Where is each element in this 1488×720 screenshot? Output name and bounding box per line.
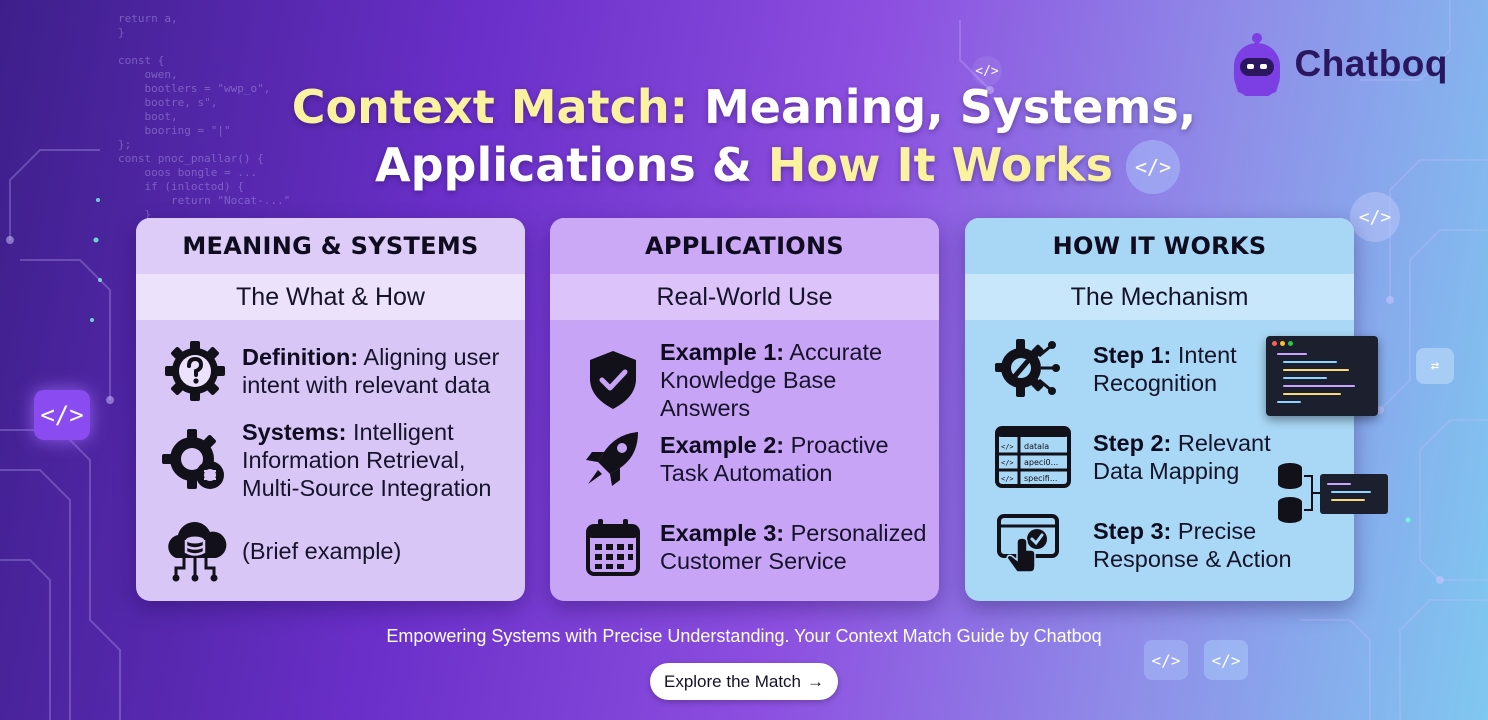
background-code-snippet: return a, } const { owen, bootlers = "ww… <box>118 12 291 221</box>
card-item: (Brief example) <box>162 518 512 584</box>
side-code-badge: </> <box>34 390 90 440</box>
card-item-text: (Brief example) <box>242 537 401 565</box>
rocket-icon <box>586 432 638 486</box>
card-subheader: Real-World Use <box>550 274 939 320</box>
card-subheader: The What & How <box>136 274 525 320</box>
item-text: Precise Response & Action <box>1093 518 1292 572</box>
card-item-text: Definition: Aligning user intent with re… <box>242 343 512 399</box>
card-item: Step 3: Precise Response & Action <box>995 512 1325 578</box>
title-highlight-1: Context Match: <box>291 80 688 134</box>
card-how-it-works: HOW IT WORKS The Mechanism Step 1: Inten… <box>965 218 1354 601</box>
code-icon: </> <box>1204 640 1248 680</box>
gear-wrench-network-icon <box>995 339 1060 397</box>
calendar-icon <box>586 519 640 576</box>
item-text: (Brief example) <box>242 538 402 564</box>
title-line2-text: Applications & <box>374 138 768 192</box>
item-text: Personalized Customer Service <box>660 520 927 574</box>
card-item-text: Example 1: Accurate Knowledge Base Answe… <box>660 338 930 422</box>
question-gear-icon <box>165 341 225 401</box>
page-title: Context Match: Meaning, Systems, Applica… <box>0 78 1488 194</box>
code-glyph: </> <box>1358 206 1392 228</box>
data-table-icon: </> </> </> datala apeci0... specifi... <box>995 426 1071 488</box>
cloud-database-icon <box>168 522 227 582</box>
code-glyph: </> <box>40 401 84 429</box>
cta-label: Explore the Match <box>663 671 801 691</box>
item-label: Step 3: <box>1093 518 1172 544</box>
code-window <box>1266 336 1378 416</box>
browser-click-icon <box>997 514 1059 573</box>
item-label: Definition: <box>242 344 359 370</box>
mini-table-cell: datala <box>1024 442 1049 451</box>
explore-the-match-button[interactable]: Explore the Match → <box>650 663 838 700</box>
card-item: Example 2: Proactive Task Automation <box>580 426 930 492</box>
card-subheader: The Mechanism <box>965 274 1354 320</box>
brand-logo[interactable]: Chatboq <box>1230 32 1448 96</box>
brand-name: Chatboq <box>1294 43 1448 84</box>
card-item-text: Example 2: Proactive Task Automation <box>660 431 930 487</box>
code-icon: </> <box>1350 192 1400 242</box>
card-item: Step 1: Intent Recognition <box>995 336 1295 402</box>
item-label: Step 1: <box>1093 342 1172 368</box>
shield-check-icon <box>590 351 636 409</box>
code-icon: </> <box>1126 140 1180 194</box>
code-glyph: </> <box>1151 650 1181 670</box>
code-glyph: </> <box>975 63 999 79</box>
card-item: Systems: Intelligent Information Retriev… <box>162 418 512 502</box>
card-header: HOW IT WORKS <box>965 218 1354 274</box>
card-item: </> </> </> datala apeci0... specifi... St… <box>995 424 1295 490</box>
card-item-text: Systems: Intelligent Information Retriev… <box>242 418 512 502</box>
svg-text:</>: </> <box>1001 459 1014 467</box>
item-label: Example 2: <box>660 432 785 458</box>
card-item: Definition: Aligning user intent with re… <box>162 338 512 404</box>
card-header: APPLICATIONS <box>550 218 939 274</box>
title-line1-text: Meaning, Systems, <box>688 80 1197 134</box>
item-text: Proactive Task Automation <box>660 432 889 486</box>
robot-icon <box>1234 33 1281 96</box>
code-glyph: </> <box>1211 650 1241 670</box>
item-label: Systems: <box>242 419 347 445</box>
card-item: Example 3: Personalized Customer Service <box>580 514 930 580</box>
item-text: Aligning user intent with relevant data <box>242 344 500 398</box>
item-label: Example 3: <box>660 520 785 546</box>
card-item-text: Example 3: Personalized Customer Service <box>660 519 930 575</box>
mini-table-cell: apeci0... <box>1024 458 1058 467</box>
card-item: Example 1: Accurate Knowledge Base Answe… <box>580 338 930 422</box>
svg-text:</>: </> <box>1001 443 1014 451</box>
card-applications: APPLICATIONS Real-World Use Example 1: A… <box>550 218 939 601</box>
code-icon: </> <box>972 56 1002 86</box>
card-item-text: Step 3: Precise Response & Action <box>1093 517 1325 573</box>
item-text: Relevant Data Mapping <box>1093 430 1271 484</box>
mini-table-cell: specifi... <box>1024 474 1057 483</box>
item-label: Step 2: <box>1093 430 1172 456</box>
tagline: Empowering Systems with Precise Understa… <box>386 626 1102 646</box>
card-item-text: Step 1: Intent Recognition <box>1093 341 1295 397</box>
arrow-right-icon: → <box>807 671 824 691</box>
item-text: Accurate Knowledge Base Answers <box>660 339 883 421</box>
card-item-text: Step 2: Relevant Data Mapping <box>1093 429 1295 485</box>
svg-text:</>: </> <box>1001 475 1014 483</box>
item-text: Intelligent Information Retrieval, Multi… <box>242 419 492 501</box>
code-icon: </> <box>1144 640 1188 680</box>
flow-icon: ⇄ <box>1416 348 1454 384</box>
gear-network-icon <box>162 429 224 489</box>
database-link-icon <box>1278 463 1388 523</box>
card-header: MEANING & SYSTEMS <box>136 218 525 274</box>
item-text: Intent Recognition <box>1093 342 1237 396</box>
item-label: Example 1: <box>660 339 785 365</box>
title-highlight-2: How It Works <box>767 138 1114 192</box>
card-meaning-systems: MEANING & SYSTEMS The What & How Definit… <box>136 218 525 601</box>
code-glyph: </> <box>1134 155 1172 179</box>
